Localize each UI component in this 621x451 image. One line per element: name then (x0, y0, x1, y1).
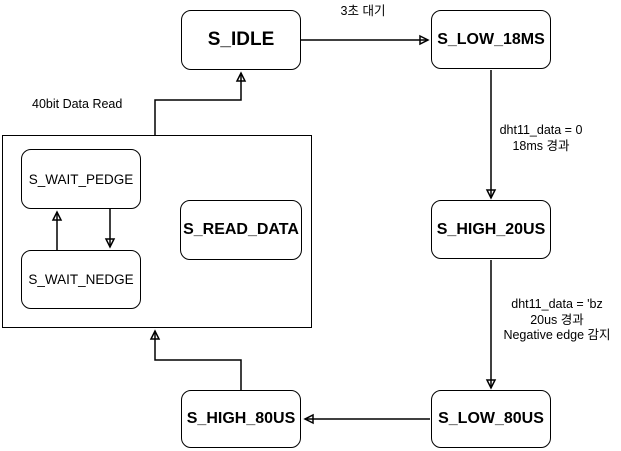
state-s-wait-nedge: S_WAIT_NEDGE (21, 250, 141, 309)
state-s-low-80us: S_LOW_80US (431, 390, 551, 448)
edge-label-line: Negative edge 감지 (503, 328, 611, 342)
state-s-high-20us: S_HIGH_20US (431, 200, 551, 259)
group-40bit-data-read (2, 135, 312, 328)
edge-high80us-to-group (149, 329, 242, 390)
edge-label-line: 18ms 경과 (512, 138, 570, 153)
group-label: 40bit Data Read (32, 97, 123, 111)
edge-label-line: dht11_data = 0 (499, 123, 583, 137)
state-s-wait-pedge: S_WAIT_PEDGE (21, 149, 141, 209)
edge-label-low18ms-to-high20us: dht11_data = 0 18ms 경과 (485, 123, 597, 154)
edge-label-high20us-to-low80us: dht11_data = 'bz 20us 경과 Negative edge 감… (497, 297, 617, 344)
edge-group-to-idle (154, 71, 247, 135)
state-s-high-80us: S_HIGH_80US (181, 390, 301, 448)
state-s-low-18ms: S_LOW_18MS (431, 10, 551, 69)
edge-label-line: 20us 경과 (530, 312, 584, 327)
state-s-read-data: S_READ_DATA (180, 200, 302, 260)
edge-label-line: dht11_data = 'bz (511, 297, 603, 311)
state-s-idle: S_IDLE (181, 10, 301, 70)
edge-label-idle-to-low18ms: 3초 대기 (340, 4, 386, 18)
